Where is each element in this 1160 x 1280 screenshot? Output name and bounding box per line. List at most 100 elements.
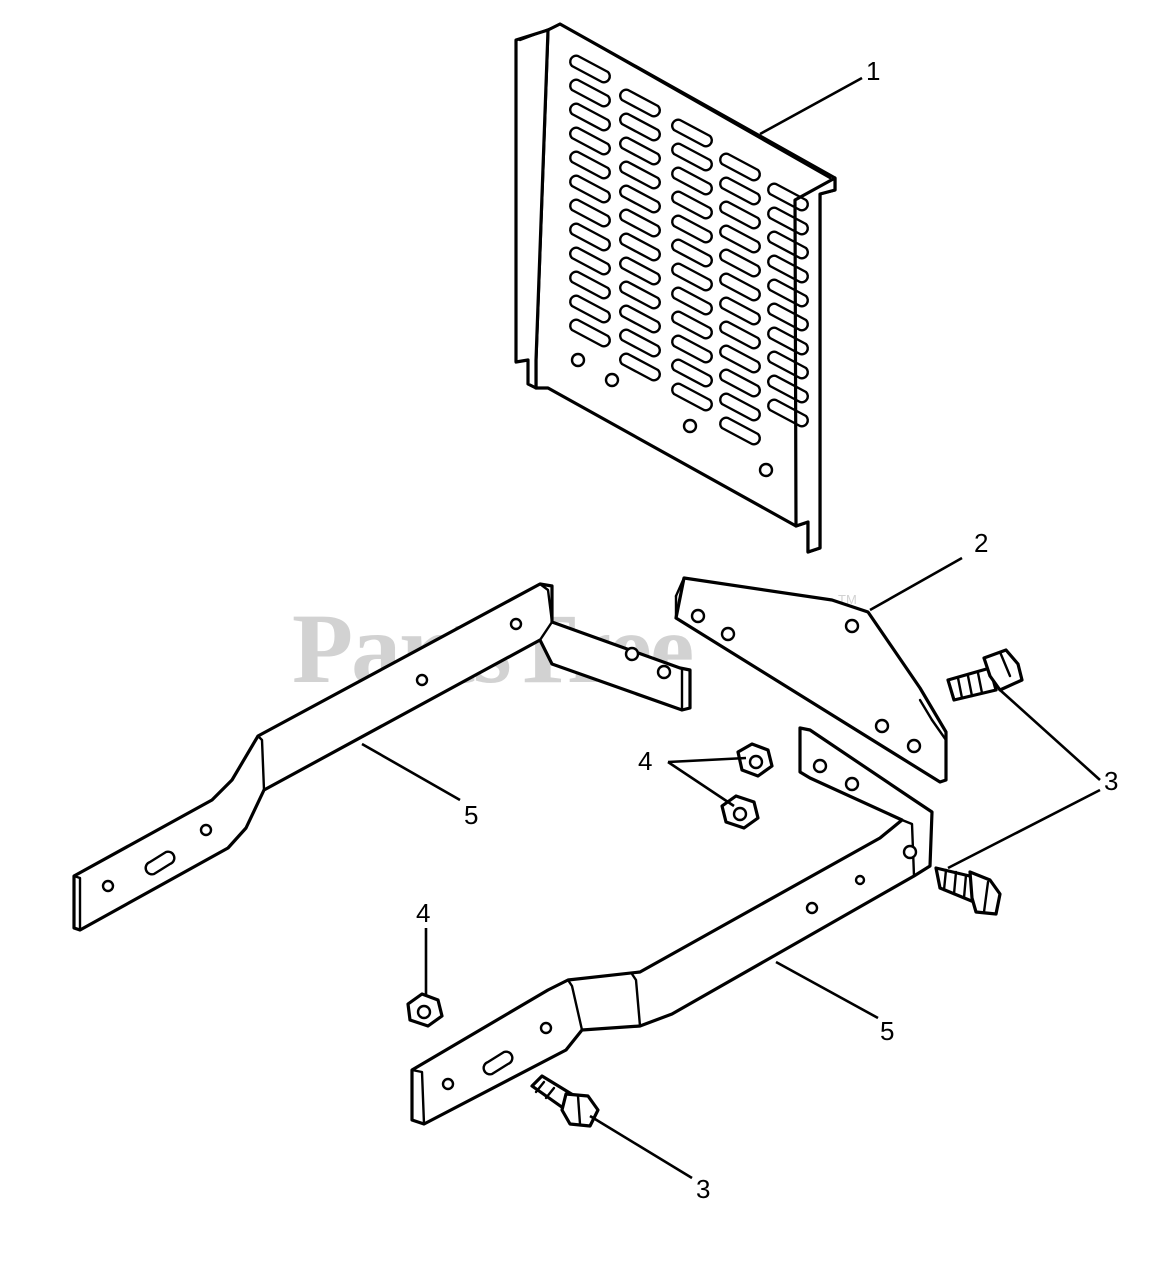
bracket-holes [690,608,922,754]
vent-slot [767,374,809,404]
mounting-hole [758,462,774,478]
vent-slot [569,198,611,228]
vent-slot [569,102,611,132]
vent-slot [767,398,809,428]
bolt-upper [946,648,1024,702]
mounting-hole [656,664,672,680]
vent-slot [569,126,611,156]
vent-slot [569,246,611,276]
mounting-hole [690,608,706,624]
callout-1: 1 [866,56,880,86]
vent-slot [619,352,661,382]
mounting-hole [415,673,429,687]
vent-slot [671,310,713,340]
vent-slot [719,224,761,254]
vent-slot [671,238,713,268]
vent-slot [671,334,713,364]
mounting-hole [874,718,890,734]
vent-slot [619,256,661,286]
callout-4-left: 4 [416,898,430,928]
grille-panel [514,22,837,554]
vent-slot [619,232,661,262]
vent-slot [767,206,809,236]
vent-slot [767,350,809,380]
callout-3-right: 3 [1104,766,1118,796]
support-arm-lower [410,726,934,1126]
bolt-lower [530,1074,600,1128]
vent-slot [569,54,611,84]
callout-4-center: 4 [638,746,652,776]
upper-arm-holes [101,617,672,893]
mounting-hole [854,874,866,886]
vent-slot [767,278,809,308]
lock-nut-c [406,992,444,1028]
vent-slot [619,304,661,334]
vent-slot [719,272,761,302]
vent-slot [719,416,761,446]
vent-slot [671,286,713,316]
mounting-hole [720,626,736,642]
vent-slot [619,208,661,238]
vent-slot [569,78,611,108]
vent-slot [569,222,611,252]
mounting-hole [902,844,918,860]
vent-slot [719,200,761,230]
mounting-hole [682,418,698,434]
vent-slot [671,166,713,196]
mounting-hole [604,372,620,388]
vent-slot [619,112,661,142]
vent-slot [569,294,611,324]
vent-slot [619,160,661,190]
callout-5-lower: 5 [880,1016,894,1046]
adjustment-slot [144,850,176,876]
vent-slot [569,150,611,180]
callout-3-bottom: 3 [696,1174,710,1204]
vent-slot [719,344,761,374]
vent-slot [619,328,661,358]
vent-slot [671,214,713,244]
callout-2: 2 [974,528,988,558]
mounting-hole [199,823,213,837]
vent-slot [569,174,611,204]
vent-slots [569,54,809,446]
vent-slot [619,136,661,166]
mounting-hole [844,776,860,792]
vent-slot [569,318,611,348]
mounting-hole [509,617,523,631]
mounting-hole [805,901,819,915]
vent-slot [719,392,761,422]
lower-arm-holes [441,758,918,1091]
vent-slot [767,302,809,332]
vent-slot [671,142,713,172]
mounting-hole [539,1021,553,1035]
vent-slot [671,358,713,388]
support-arm-upper [72,582,692,932]
bolt-right [934,866,1002,916]
callout-5-upper: 5 [464,800,478,830]
vent-slot [719,152,761,182]
vent-slot [671,262,713,292]
vent-slot [671,190,713,220]
mounting-hole [906,738,922,754]
vent-slot [719,368,761,398]
mounting-hole [570,352,586,368]
mounting-bracket [674,576,948,784]
adjustment-slot [482,1050,514,1076]
lock-nut-a [736,742,774,778]
vent-slot [767,182,809,212]
vent-slot [671,382,713,412]
panel-mounting-holes [570,352,774,478]
mounting-hole [812,758,828,774]
vent-slot [767,230,809,260]
mounting-hole [844,618,860,634]
leader-lines [361,76,1101,1180]
vent-slot [719,320,761,350]
vent-slot [767,326,809,356]
mounting-hole [441,1077,455,1091]
vent-slot [719,296,761,326]
vent-slot [671,118,713,148]
vent-slot [619,280,661,310]
vent-slot [619,88,661,118]
